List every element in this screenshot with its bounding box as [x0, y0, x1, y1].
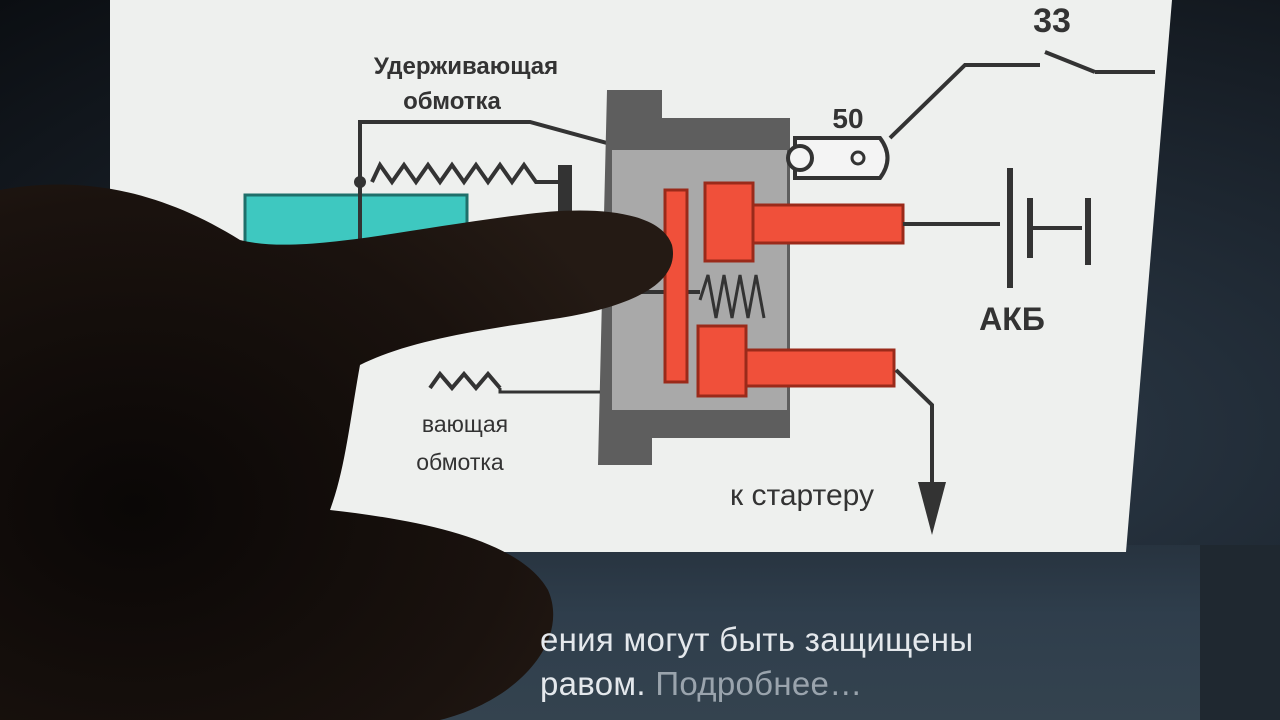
junction-dot: [354, 176, 366, 188]
copyright-caption: ения могут быть защищены равом. Подробне…: [540, 618, 1160, 706]
more-link[interactable]: Подробнее…: [655, 665, 863, 702]
lower-contact-bolt: [744, 348, 896, 388]
label-terminal-50: 50: [832, 103, 863, 134]
label-to-starter: к стартеру: [730, 479, 874, 512]
return-spring: [698, 274, 766, 319]
label-battery: АКБ: [979, 301, 1045, 337]
caption-line-1: ения могут быть защищены: [540, 621, 974, 658]
starter-motor-end: [186, 243, 230, 302]
label-hold-winding-line1: Удерживающая: [374, 53, 558, 80]
coil-hold: [370, 161, 560, 186]
terminal-50-hole: [850, 150, 866, 166]
motor-shaft: [225, 264, 249, 284]
label-hold-winding-line2: обмотка: [403, 88, 501, 115]
caption-line-2: равом. Подробнее…: [540, 662, 1160, 706]
edge-fragment: [1268, 628, 1280, 668]
upper-contact-bolt: [751, 203, 905, 245]
starter-motor-body: [243, 193, 469, 307]
switch-blade: [1044, 50, 1096, 74]
terminal-50-lug: [793, 136, 890, 180]
terminal-50-bolt: [786, 144, 814, 172]
upper-contact-block: [703, 181, 755, 263]
starter-arrow: [918, 482, 946, 535]
label-pull-winding-line2: обмотка: [416, 449, 504, 475]
lower-contact-block: [696, 324, 748, 398]
label-pull-winding-line1: вающая: [422, 411, 508, 437]
caption-line-2-start: равом.: [540, 665, 646, 702]
switch-wire: [888, 63, 1040, 140]
label-terminal-33: 33: [1033, 2, 1071, 40]
moving-contact-disc: [663, 188, 689, 384]
coil-end-post: [558, 165, 572, 215]
side-panel: [1200, 545, 1280, 720]
